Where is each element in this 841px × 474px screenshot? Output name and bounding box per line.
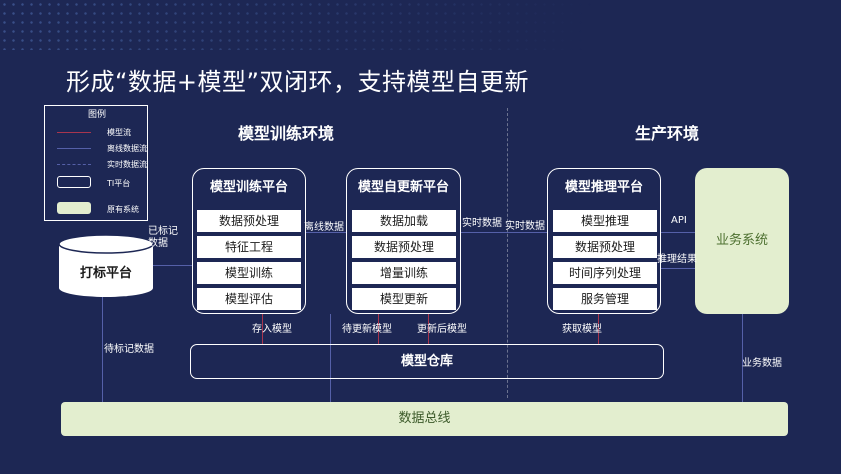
page-title: 形成“数据+模型”双闭环，支持模型自更新 (66, 68, 529, 96)
labeled-data-label: 已标记 数据 (148, 226, 178, 249)
labeling-platform-cylinder (58, 234, 154, 297)
legend-model-flow-line (57, 132, 91, 133)
inference-step-preprocess: 数据预处理 (553, 236, 657, 258)
legend-title: 图例 (87, 110, 106, 120)
to-label-data-connector (102, 296, 103, 402)
store-model-label: 存入模型 (252, 324, 292, 335)
legend-offline-flow-label: 离线数据流 (107, 144, 147, 153)
legend-realtime-flow-line (57, 164, 91, 165)
training-step-preprocess: 数据预处理 (197, 210, 301, 232)
labeling-platform-label: 打标平台 (79, 266, 132, 281)
model-warehouse: 模型仓库 (190, 344, 664, 379)
update-step-update-model: 模型更新 (352, 288, 456, 310)
to-label-data-label: 待标记数据 (104, 344, 154, 355)
inference-result-label: 推理结果 (657, 254, 697, 265)
training-bus-connector (330, 314, 331, 402)
model-training-platform (192, 168, 306, 314)
environment-divider (507, 108, 508, 398)
dot-pattern-decoration (0, 0, 841, 50)
store-model-connector (262, 314, 263, 344)
legend: 图例 模型流 离线数据流 实时数据流 TI平台 原有系统 (44, 105, 148, 221)
realtime-data-label-1: 实时数据 (462, 218, 502, 229)
legend-ti-platform-box (57, 176, 91, 188)
realtime-data-connector (461, 232, 547, 233)
inference-result-connector (661, 268, 695, 269)
business-data-label: 业务数据 (742, 358, 782, 369)
inference-step-infer: 模型推理 (553, 210, 657, 232)
realtime-data-label-2: 实时数据 (505, 221, 545, 232)
model-to-update-label: 待更新模型 (342, 324, 392, 335)
model-inference-platform (547, 168, 661, 314)
production-env-title: 生产环境 (635, 124, 700, 143)
inference-step-service-management: 服务管理 (553, 288, 657, 310)
model-self-update-platform-title: 模型自更新平台 (357, 180, 449, 195)
offline-data-label: 离线数据 (304, 222, 344, 233)
legend-ti-platform-label: TI平台 (107, 179, 131, 188)
legend-offline-flow-line (57, 148, 91, 149)
updated-model-label: 更新后模型 (417, 324, 467, 335)
update-step-load-data: 数据加载 (352, 210, 456, 232)
legend-original-system-box (57, 202, 91, 214)
updated-model-connector (428, 314, 429, 344)
legend-realtime-flow-label: 实时数据流 (107, 160, 147, 169)
data-bus: 数据总线 (61, 402, 788, 436)
business-system: 业务系统 (695, 168, 789, 314)
model-training-platform-title: 模型训练平台 (209, 180, 288, 195)
fetch-model-connector (598, 314, 599, 344)
business-data-connector (742, 314, 743, 402)
update-step-preprocess: 数据预处理 (352, 236, 456, 258)
training-step-evaluate: 模型评估 (197, 288, 301, 310)
training-env-title: 模型训练环境 (238, 124, 335, 143)
fetch-model-label: 获取模型 (562, 324, 602, 335)
model-self-update-platform (346, 168, 461, 314)
labeled-data-connector (152, 265, 192, 266)
inference-step-time-series: 时间序列处理 (553, 262, 657, 284)
update-step-incremental-train: 增量训练 (352, 262, 456, 284)
api-label: API (671, 215, 687, 226)
model-inference-platform-title: 模型推理平台 (564, 180, 643, 195)
model-to-update-connector (378, 314, 379, 344)
api-connector (661, 232, 695, 233)
training-step-train: 模型训练 (197, 262, 301, 284)
legend-original-system-label: 原有系统 (107, 205, 139, 214)
legend-model-flow-label: 模型流 (107, 128, 131, 137)
training-step-feature-engineering: 特征工程 (197, 236, 301, 258)
offline-data-connector (306, 232, 346, 233)
